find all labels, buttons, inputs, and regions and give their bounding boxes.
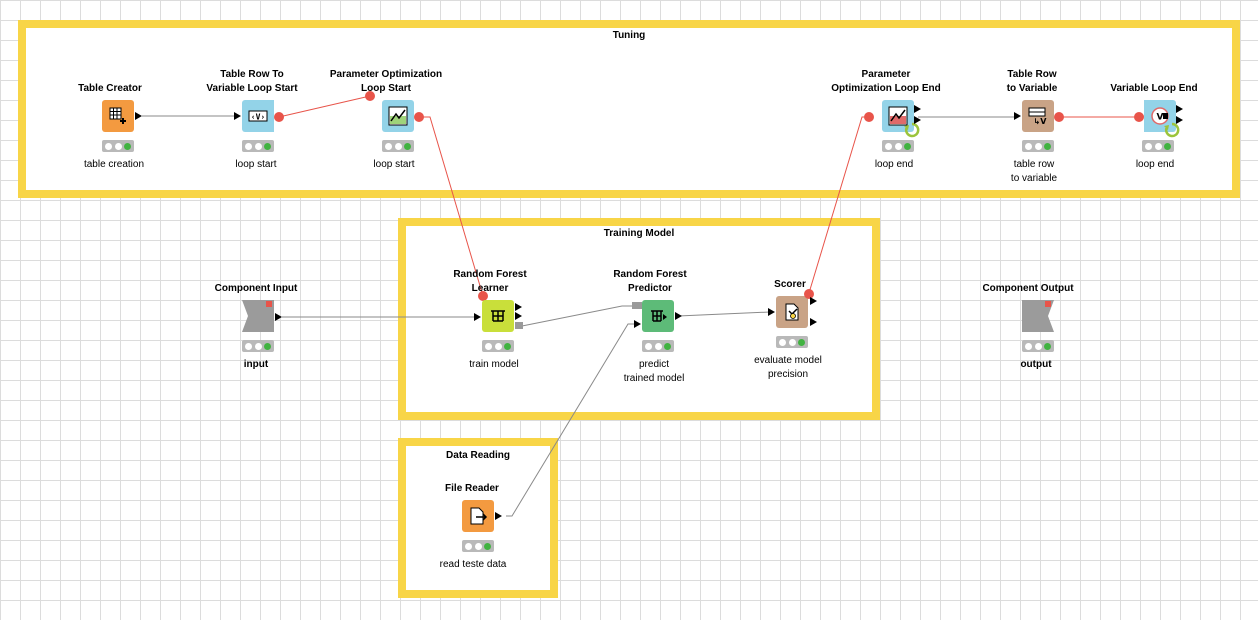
scorer-icon [785, 303, 799, 321]
svg-text:↳V: ↳V [1034, 117, 1048, 125]
input-data-port[interactable] [234, 112, 241, 120]
random-forest-learner-node[interactable] [482, 300, 514, 332]
random-forest-icon [491, 310, 505, 322]
random-forest-predictor-node[interactable] [642, 300, 674, 332]
output-data-port[interactable] [914, 105, 921, 113]
output-data-port[interactable] [1176, 105, 1183, 113]
node-title: Random Forest Learner [453, 269, 527, 294]
node-label: output [1020, 359, 1052, 370]
output-data-port[interactable] [675, 312, 682, 320]
output-data-port[interactable] [515, 312, 522, 320]
node-title: Scorer [774, 279, 806, 290]
variable-loop-end-node[interactable]: V [1144, 100, 1176, 132]
svg-text:V: V [1157, 113, 1164, 123]
table-row-to-variable-loop-start-node[interactable]: ‹V› [242, 100, 274, 132]
table-plus-icon [109, 107, 126, 124]
output-data-port[interactable] [515, 303, 522, 311]
node-title: Parameter Optimization Loop End [831, 69, 941, 94]
status-indicator [242, 340, 274, 352]
node-title: Table Row To Variable Loop Start [206, 69, 298, 94]
flow-variable-port[interactable] [478, 291, 488, 301]
parameter-optimization-loop-end-node[interactable] [882, 100, 914, 132]
optimization-chart-icon [888, 106, 908, 126]
node-title: Parameter Optimization Loop Start [329, 69, 443, 94]
node-title: Component Input [214, 283, 298, 294]
status-indicator [382, 140, 414, 152]
flow-variable-port[interactable] [804, 289, 814, 299]
status-indicator [882, 140, 914, 152]
node-label: loop start [373, 159, 415, 170]
component-output-node[interactable] [1022, 300, 1054, 332]
output-data-port[interactable] [275, 313, 282, 321]
node-label: loop end [1135, 159, 1175, 170]
node-label: loop end [874, 159, 914, 170]
node-label: predict trained model [623, 359, 685, 384]
flow-variable-port[interactable] [1134, 112, 1144, 122]
annotation-data-reading[interactable]: Data Reading [398, 438, 558, 598]
status-indicator [462, 540, 494, 552]
loop-end-icon [1164, 122, 1180, 138]
status-indicator [102, 140, 134, 152]
annotation-title: Data Reading [446, 450, 510, 461]
node-title: Table Row to Variable [1006, 69, 1058, 94]
file-reader-icon [470, 507, 488, 525]
output-data-port[interactable] [495, 512, 502, 520]
node-label: evaluate model precision [754, 355, 822, 380]
svg-text:‹V›: ‹V› [251, 113, 265, 122]
parameter-optimization-loop-start-node[interactable] [382, 100, 414, 132]
variable-loop-icon: ‹V› [248, 110, 268, 122]
annotation-title: Tuning [612, 30, 646, 41]
row-to-variable-icon: ↳V [1028, 107, 1048, 125]
node-title: Variable Loop End [1110, 83, 1198, 94]
status-indicator [482, 340, 514, 352]
input-data-port[interactable] [474, 313, 481, 321]
optimization-chart-icon [388, 106, 408, 126]
node-title: File Reader [445, 483, 499, 494]
node-label: train model [469, 359, 519, 370]
node-title: Random Forest Predictor [613, 269, 687, 294]
node-label: input [243, 359, 269, 370]
node-label: table creation [83, 159, 145, 170]
output-data-port[interactable] [810, 318, 817, 326]
status-indicator [242, 140, 274, 152]
annotation-title: Training Model [603, 228, 675, 239]
flow-variable-port[interactable] [414, 112, 424, 122]
variable-loop-end-icon: V [1151, 107, 1169, 125]
input-model-port[interactable] [632, 302, 642, 309]
output-data-port[interactable] [914, 116, 921, 124]
status-indicator [642, 340, 674, 352]
component-input-node[interactable] [242, 300, 274, 332]
file-reader-node[interactable] [462, 500, 494, 532]
node-title: Table Creator [78, 83, 142, 94]
node-label: loop start [235, 159, 277, 170]
table-creator-node[interactable] [102, 100, 134, 132]
status-indicator [1142, 140, 1174, 152]
output-data-port[interactable] [1176, 116, 1183, 124]
random-forest-icon [651, 310, 667, 322]
status-indicator [1022, 140, 1054, 152]
input-data-port[interactable] [634, 320, 641, 328]
node-label: table row to variable [1010, 159, 1058, 184]
flow-variable-port[interactable] [365, 91, 375, 101]
node-label: read teste data [439, 559, 507, 570]
status-indicator [776, 336, 808, 348]
flow-variable-port[interactable] [274, 112, 284, 122]
status-indicator [1022, 340, 1054, 352]
output-data-port[interactable] [135, 112, 142, 120]
output-data-port[interactable] [810, 297, 817, 305]
loop-end-icon [904, 122, 920, 138]
node-title: Component Output [982, 283, 1074, 294]
flow-variable-port[interactable] [1054, 112, 1064, 122]
flow-variable-port[interactable] [864, 112, 874, 122]
output-model-port[interactable] [515, 322, 523, 329]
input-data-port[interactable] [768, 308, 775, 316]
input-data-port[interactable] [1014, 112, 1021, 120]
scorer-node[interactable] [776, 296, 808, 328]
table-row-to-variable-node[interactable]: ↳V [1022, 100, 1054, 132]
